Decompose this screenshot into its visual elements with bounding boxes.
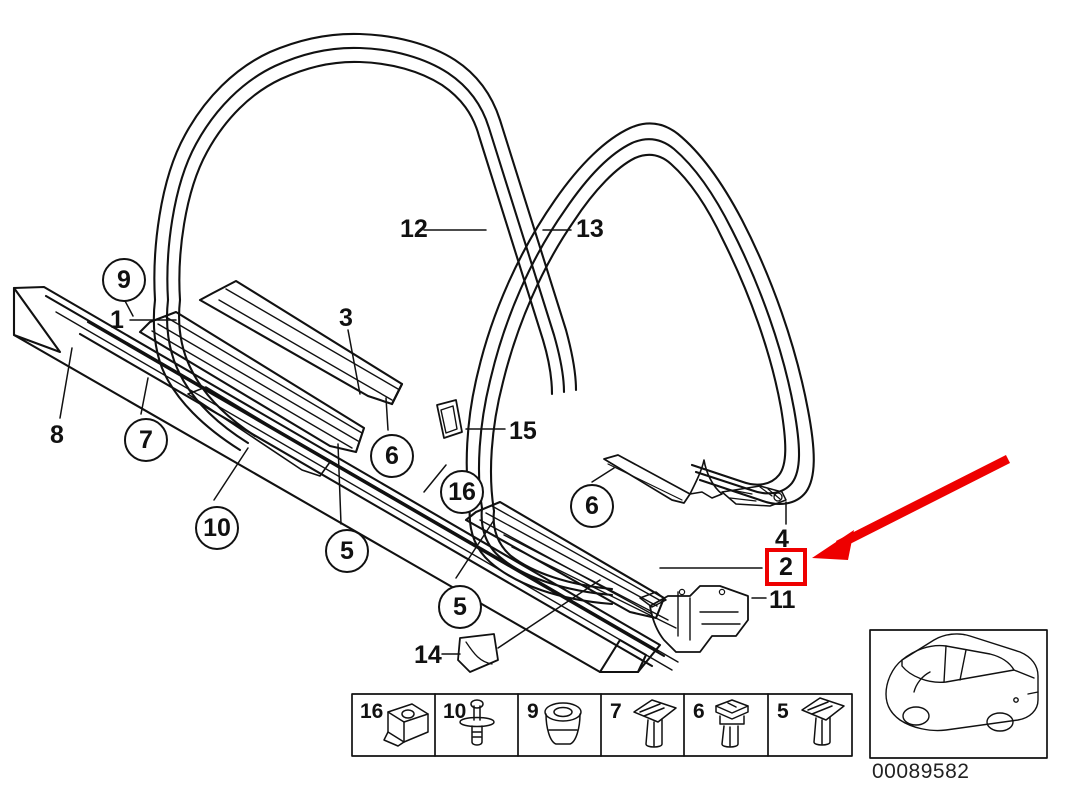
leader-6b: [591, 467, 615, 483]
part-6-hook: [689, 459, 723, 499]
rocker-moulding-rear-step: [598, 638, 648, 674]
callout-3[interactable]: 3: [339, 304, 353, 332]
legend-icon-6: [715, 699, 749, 748]
callout-10[interactable]: 10: [195, 506, 239, 550]
part-15-cap-inner: [440, 405, 458, 434]
rear-door-seal-inner: [489, 153, 787, 513]
callout-5-front[interactable]: 5: [325, 529, 369, 573]
legend-icon-9: [544, 702, 582, 745]
callout-14[interactable]: 14: [414, 641, 442, 669]
legend-frame: [351, 693, 853, 757]
vehicle-thumb-frame: [869, 629, 1048, 759]
sill-plate-rear-rib2: [485, 512, 658, 607]
part-11-bracket-outline: [649, 585, 749, 653]
part-11-hole-a: [678, 588, 686, 596]
legend-number-9[interactable]: 9: [527, 700, 539, 723]
sill-tread-front-rib2: [157, 323, 359, 442]
rocker-strip-lower: [55, 311, 673, 671]
legend-icon-7: [633, 699, 677, 748]
sill-tread-front-rib1: [151, 330, 353, 449]
leader-14b: [497, 579, 601, 649]
front-door-seal-bottom-2: [165, 298, 250, 445]
callout-9[interactable]: 9: [102, 258, 146, 302]
legend-icon-16: [383, 703, 429, 747]
part-15-cap-outer: [436, 399, 463, 439]
part-4-clip-d1: [725, 488, 753, 495]
callout-13[interactable]: 13: [576, 215, 604, 243]
sill-plate-front-rib2: [225, 288, 399, 390]
legend-icon-10: [459, 699, 495, 746]
callout-6-rear[interactable]: 6: [570, 484, 614, 528]
part-11-hole-b: [718, 588, 726, 596]
sill-plate-rear-rib5: [511, 546, 677, 629]
callout-4[interactable]: 4: [775, 525, 789, 553]
sill-tread-front-rib3: [165, 316, 363, 434]
front-door-seal-outer: [153, 32, 578, 392]
callout-1[interactable]: 1: [110, 306, 124, 334]
leader-5a: [337, 443, 342, 525]
rocker-moulding-edge-2: [78, 332, 654, 668]
callout-15[interactable]: 15: [509, 417, 537, 445]
part-4-clip-eye: [773, 492, 783, 502]
part-4-clip-d2: [729, 497, 757, 502]
front-door-seal-inner: [178, 60, 554, 396]
sill-plate-rear-outer: [464, 500, 666, 620]
legend-icon-5: [801, 697, 845, 746]
callout-12[interactable]: 12: [400, 215, 428, 243]
leader-7: [140, 377, 149, 415]
rear-door-seal-mid: [477, 138, 801, 510]
callout-8[interactable]: 8: [50, 421, 64, 449]
leader-16: [423, 464, 447, 493]
sill-tread-front-outer: [138, 310, 366, 454]
rocker-strip-upper: [59, 303, 679, 663]
sill-plate-rear-rib3: [491, 505, 662, 602]
legend-number-16[interactable]: 16: [360, 700, 384, 723]
rocker-moulding-edge-1: [86, 320, 666, 658]
front-door-seal-bottom: [152, 298, 242, 452]
front-door-seal-mid: [166, 46, 566, 394]
sill-plate-front-end: [390, 382, 404, 406]
callout-5-rear[interactable]: 5: [438, 585, 482, 629]
rear-door-seal-outer: [465, 122, 815, 507]
part-6-blade-rib: [607, 463, 683, 501]
part-14-endcap-inner: [465, 641, 493, 665]
part-11-bracket-tab: [639, 591, 667, 608]
rocker-moulding-taper: [12, 286, 62, 354]
legend-number-7[interactable]: 7: [610, 700, 622, 723]
part-6-blade: [603, 454, 691, 504]
rear-door-seal-tail-mid: [480, 506, 614, 597]
leader-8: [59, 347, 73, 419]
leader-3: [347, 329, 361, 395]
part-4-clip-d3: [759, 486, 773, 497]
leader-10: [213, 447, 249, 501]
part-14-endcap: [457, 633, 499, 673]
red-pointer-arrow: [812, 454, 1011, 560]
diagram-reference-number: 00089582: [872, 760, 970, 783]
sill-pad-front: [187, 386, 331, 477]
callout-6-front[interactable]: 6: [370, 434, 414, 478]
callout-11[interactable]: 11: [769, 586, 796, 614]
callout-7[interactable]: 7: [124, 418, 168, 462]
legend-number-10[interactable]: 10: [443, 700, 467, 723]
callout-2-highlighted[interactable]: 2: [765, 548, 807, 586]
sill-plate-front-rib1: [218, 299, 393, 401]
vehicle-silhouette-icon: [885, 633, 1039, 732]
callout-16[interactable]: 16: [440, 470, 484, 514]
sill-plate-rear-rib4: [503, 534, 669, 621]
legend-number-5[interactable]: 5: [777, 700, 789, 723]
leader-6a: [385, 397, 389, 431]
part-4-clip-d4: [767, 488, 781, 500]
part-4-clip-body: [721, 485, 787, 507]
legend-number-6[interactable]: 6: [693, 700, 705, 723]
leader-5b: [455, 519, 495, 579]
